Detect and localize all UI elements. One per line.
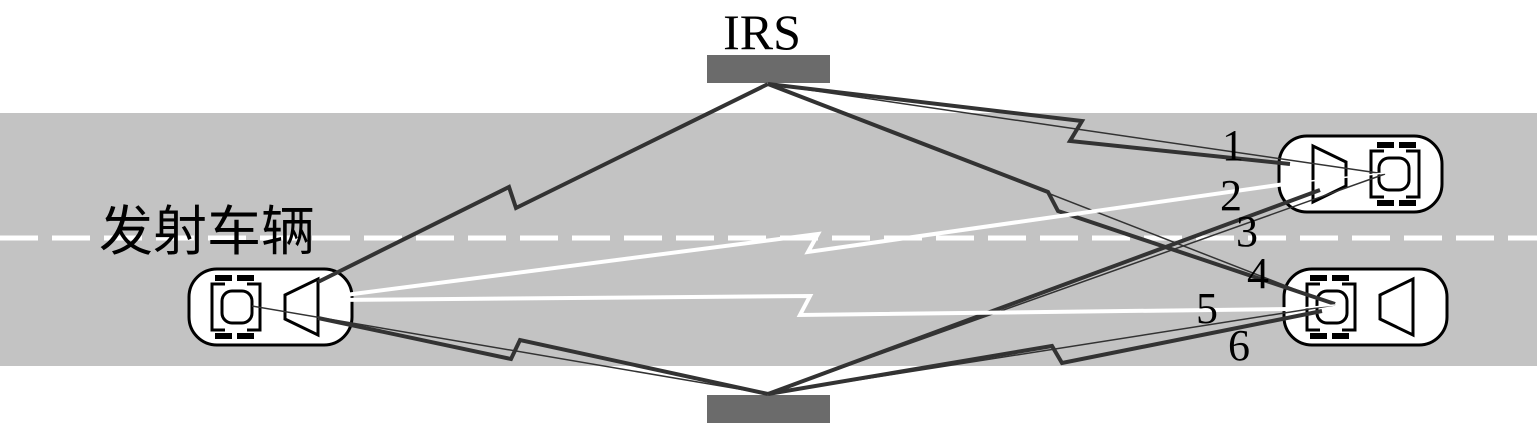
path-2-link xyxy=(329,181,1293,299)
link-transmitter-to-irs-top xyxy=(317,82,769,284)
car-bar xyxy=(215,333,232,339)
receiver-car-top xyxy=(1277,134,1444,214)
car-bar xyxy=(1377,200,1394,206)
car-bar xyxy=(215,275,232,281)
car-bar xyxy=(1310,333,1327,339)
path-6-thin-link xyxy=(767,304,1336,395)
path-6-link xyxy=(767,309,1323,396)
path-label-5: 5 xyxy=(1196,284,1218,333)
path-5-thin-link xyxy=(1291,304,1336,310)
car-bar xyxy=(237,333,254,339)
path-label-3: 3 xyxy=(1236,207,1258,256)
link-transmitter-to-irs-bottom xyxy=(317,316,769,396)
transmitter-label: 发射车辆 xyxy=(99,200,315,263)
path-label-6: 6 xyxy=(1228,321,1250,370)
path-2-thin-link xyxy=(1291,172,1386,184)
car-windshield xyxy=(1378,276,1415,338)
car-bar xyxy=(237,275,254,281)
car-bar xyxy=(1332,275,1349,281)
car-bar xyxy=(1310,275,1327,281)
path-3-thin-link xyxy=(767,173,1386,395)
path-label-2: 2 xyxy=(1220,171,1242,220)
car-bar xyxy=(1332,333,1349,339)
car-cabin xyxy=(220,289,254,325)
car-windshield xyxy=(1311,143,1348,205)
irs-label: IRS xyxy=(723,4,801,60)
car-bar xyxy=(1399,200,1416,206)
car-bar xyxy=(1377,142,1394,148)
car-bar xyxy=(1399,142,1416,148)
irs-panel-top xyxy=(707,55,830,83)
path-4-thin-link xyxy=(767,83,1336,306)
path-5-link xyxy=(329,293,1293,318)
receiver-car-bottom xyxy=(1282,267,1449,347)
path-1-link xyxy=(767,82,1291,166)
link-transmitter-to-irs-bottom-thin xyxy=(251,305,769,395)
path-1-thin-link xyxy=(767,83,1386,175)
transmitter-car xyxy=(187,267,354,347)
path-label-4: 4 xyxy=(1247,249,1269,298)
irs-panel-bottom xyxy=(707,395,830,423)
path-label-1: 1 xyxy=(1222,121,1244,170)
path-3-link xyxy=(767,188,1321,396)
